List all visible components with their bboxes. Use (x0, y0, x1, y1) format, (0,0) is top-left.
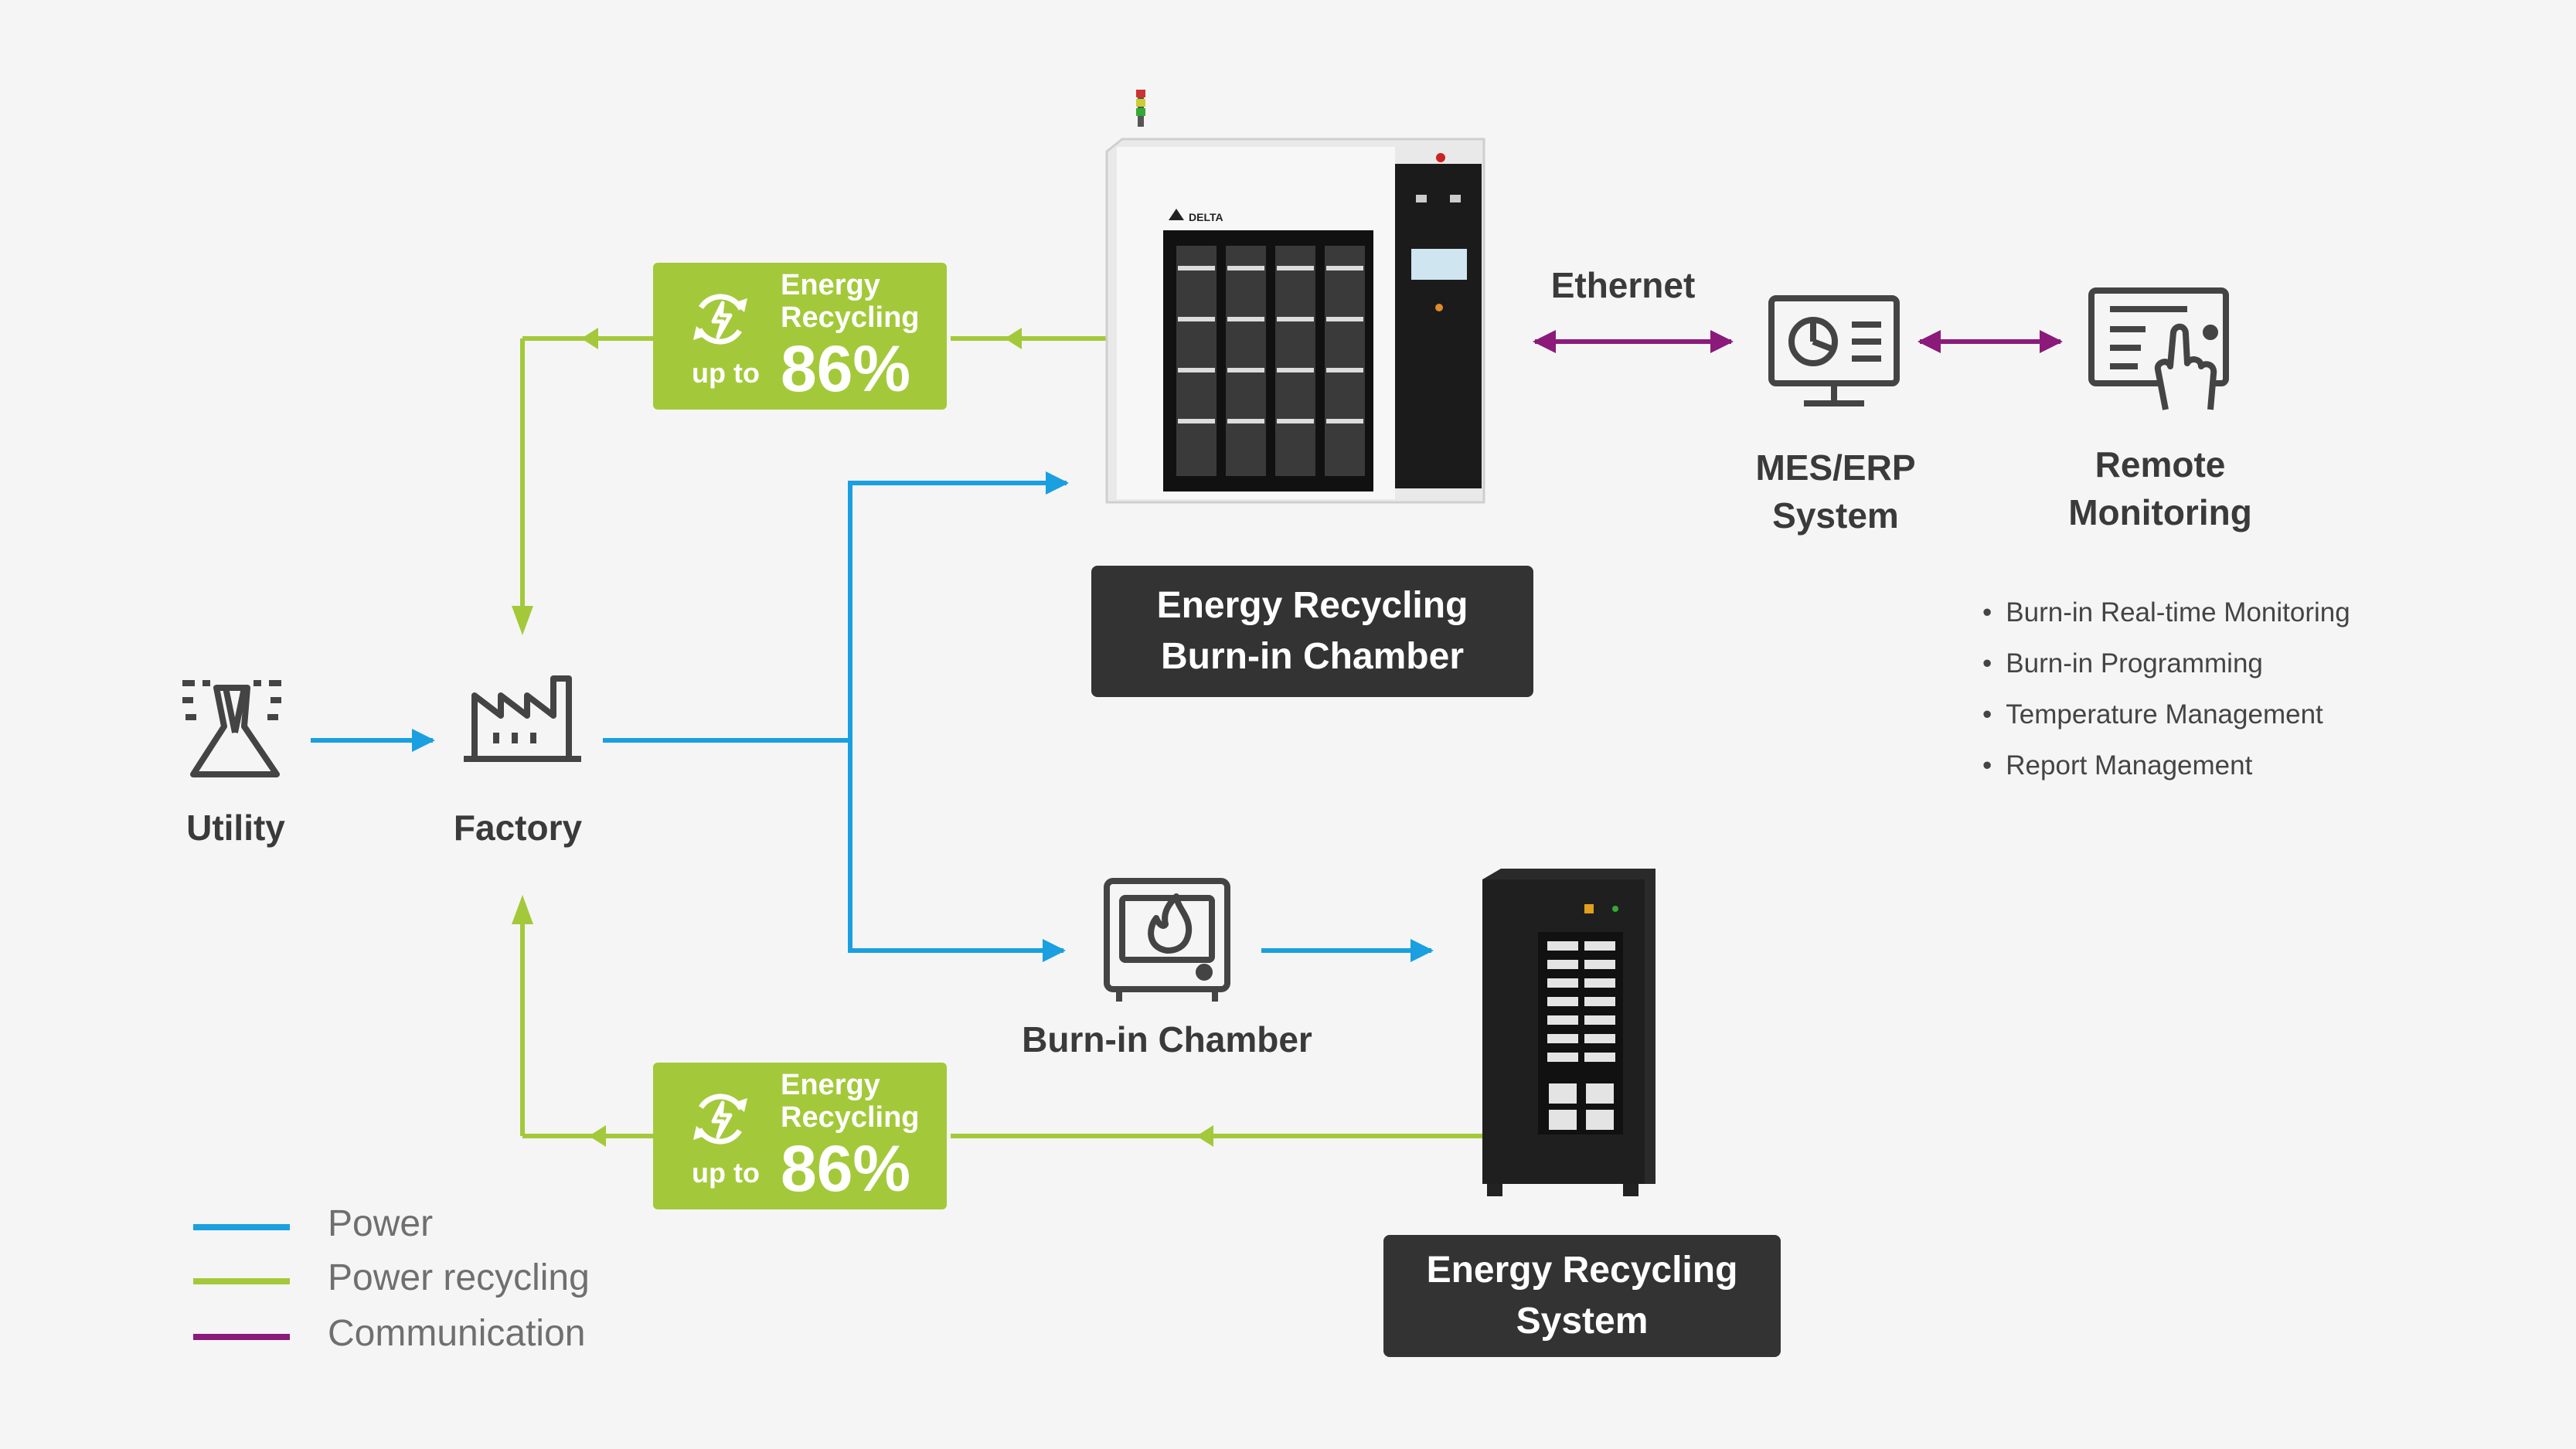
energy-recycling-badge-top: Energy Recycling up to 86% (653, 263, 947, 410)
energy-recycling-icon (693, 1094, 747, 1145)
energy-recycling-burnin-chamber-machine (1105, 90, 1485, 504)
badge-bottom-title: Energy Recycling (781, 1069, 920, 1134)
er-burnin-line2: Burn-in Chamber (1160, 636, 1464, 677)
energy-recycling-badge-bottom: Energy Recycling up to 86% (653, 1063, 947, 1209)
badge-bottom-value: 86% (781, 1132, 911, 1205)
er-burnin-line1: Energy Recycling (1156, 585, 1468, 626)
factory-icon (464, 675, 581, 762)
badge-top-title: Energy Recycling (781, 269, 920, 334)
mes-erp-monitor-icon (1768, 295, 1900, 406)
legend-power-recycling: Power recycling (328, 1257, 590, 1298)
legend-power: Power (328, 1203, 434, 1244)
energy-recycling-icon (693, 294, 747, 345)
remote-monitoring-label-line2: Monitoring (2068, 492, 2252, 533)
er-system-line1: Energy Recycling (1426, 1250, 1738, 1291)
burnin-chamber-label: Burn-in Chamber (1022, 1019, 1312, 1060)
power-recycling-lines (512, 328, 1482, 1147)
brand-logo: DELTA (1189, 211, 1223, 223)
er-system-line2: System (1516, 1301, 1649, 1342)
remote-features-list: Burn-in Real-time Monitoring Burn-in Pro… (1982, 587, 2350, 791)
badge-top-prefix: up to (692, 357, 760, 389)
mes-erp-label-line1: MES/ERP (1755, 447, 1916, 488)
power-lines (311, 471, 1434, 962)
feature-item: Burn-in Real-time Monitoring (1982, 587, 2350, 638)
badge-top-line2: Recycling (781, 301, 920, 334)
energy-recycling-system-cabinet (1482, 869, 1656, 1196)
feature-item: Burn-in Programming (1982, 638, 2350, 689)
ethernet-label: Ethernet (1550, 265, 1696, 305)
burnin-chamber-icon (1104, 878, 1230, 1002)
factory-label: Factory (453, 808, 583, 848)
badge-top-value: 86% (781, 332, 911, 405)
remote-monitoring-icon (2088, 287, 2229, 410)
utility-label: Utility (186, 808, 285, 848)
feature-item: Report Management (1982, 740, 2350, 791)
badge-bottom-line2: Recycling (781, 1101, 920, 1134)
badge-bottom-prefix: up to (692, 1157, 760, 1189)
mes-erp-label-line2: System (1772, 495, 1899, 536)
remote-monitoring-label-line1: Remote (2094, 444, 2226, 485)
legend-swatches (193, 1224, 290, 1340)
remote-monitoring-label: Remote Monitoring (2033, 440, 2288, 536)
energy-recycling-system-box: Energy Recycling System (1383, 1235, 1781, 1357)
badge-bottom-line1: Energy (781, 1069, 880, 1101)
energy-recycling-burnin-chamber-box: Energy Recycling Burn-in Chamber (1091, 566, 1533, 697)
legend-communication: Communication (328, 1313, 586, 1354)
utility-tower-icon (182, 680, 281, 777)
feature-item: Temperature Management (1982, 689, 2350, 740)
badge-top-line1: Energy (781, 269, 880, 301)
mes-erp-label: MES/ERP System (1724, 444, 1948, 539)
